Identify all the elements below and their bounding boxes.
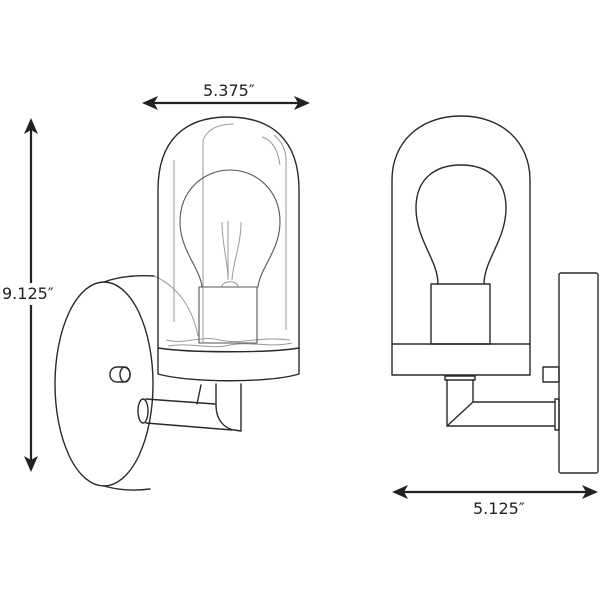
backplate-disc: [54, 274, 199, 491]
bulb-socket: [198, 286, 258, 344]
arm-side: [444, 375, 560, 431]
light-bulb: [179, 169, 281, 288]
width-dimension-label-side: 5.125″: [473, 499, 525, 518]
width-dimension-label-front: 5.375″: [203, 81, 255, 100]
front-view-sconce: [54, 116, 300, 491]
width-dimension-arrow-front: [142, 96, 310, 110]
set-screw-knob: [109, 366, 131, 383]
set-screw-knob-side: [542, 366, 560, 383]
side-view-sconce: [391, 115, 599, 474]
bulb-socket-side: [430, 283, 491, 345]
shade-base-ring: [157, 347, 300, 382]
glass-dome-shade-side: [391, 115, 531, 376]
backplate-side: [558, 272, 599, 474]
light-bulb-side: [415, 164, 507, 285]
height-dimension-label: 9.125″: [2, 283, 54, 305]
arm: [137, 383, 242, 432]
width-dimension-arrow-side: [392, 485, 598, 499]
glass-dome-shade: [157, 116, 300, 349]
